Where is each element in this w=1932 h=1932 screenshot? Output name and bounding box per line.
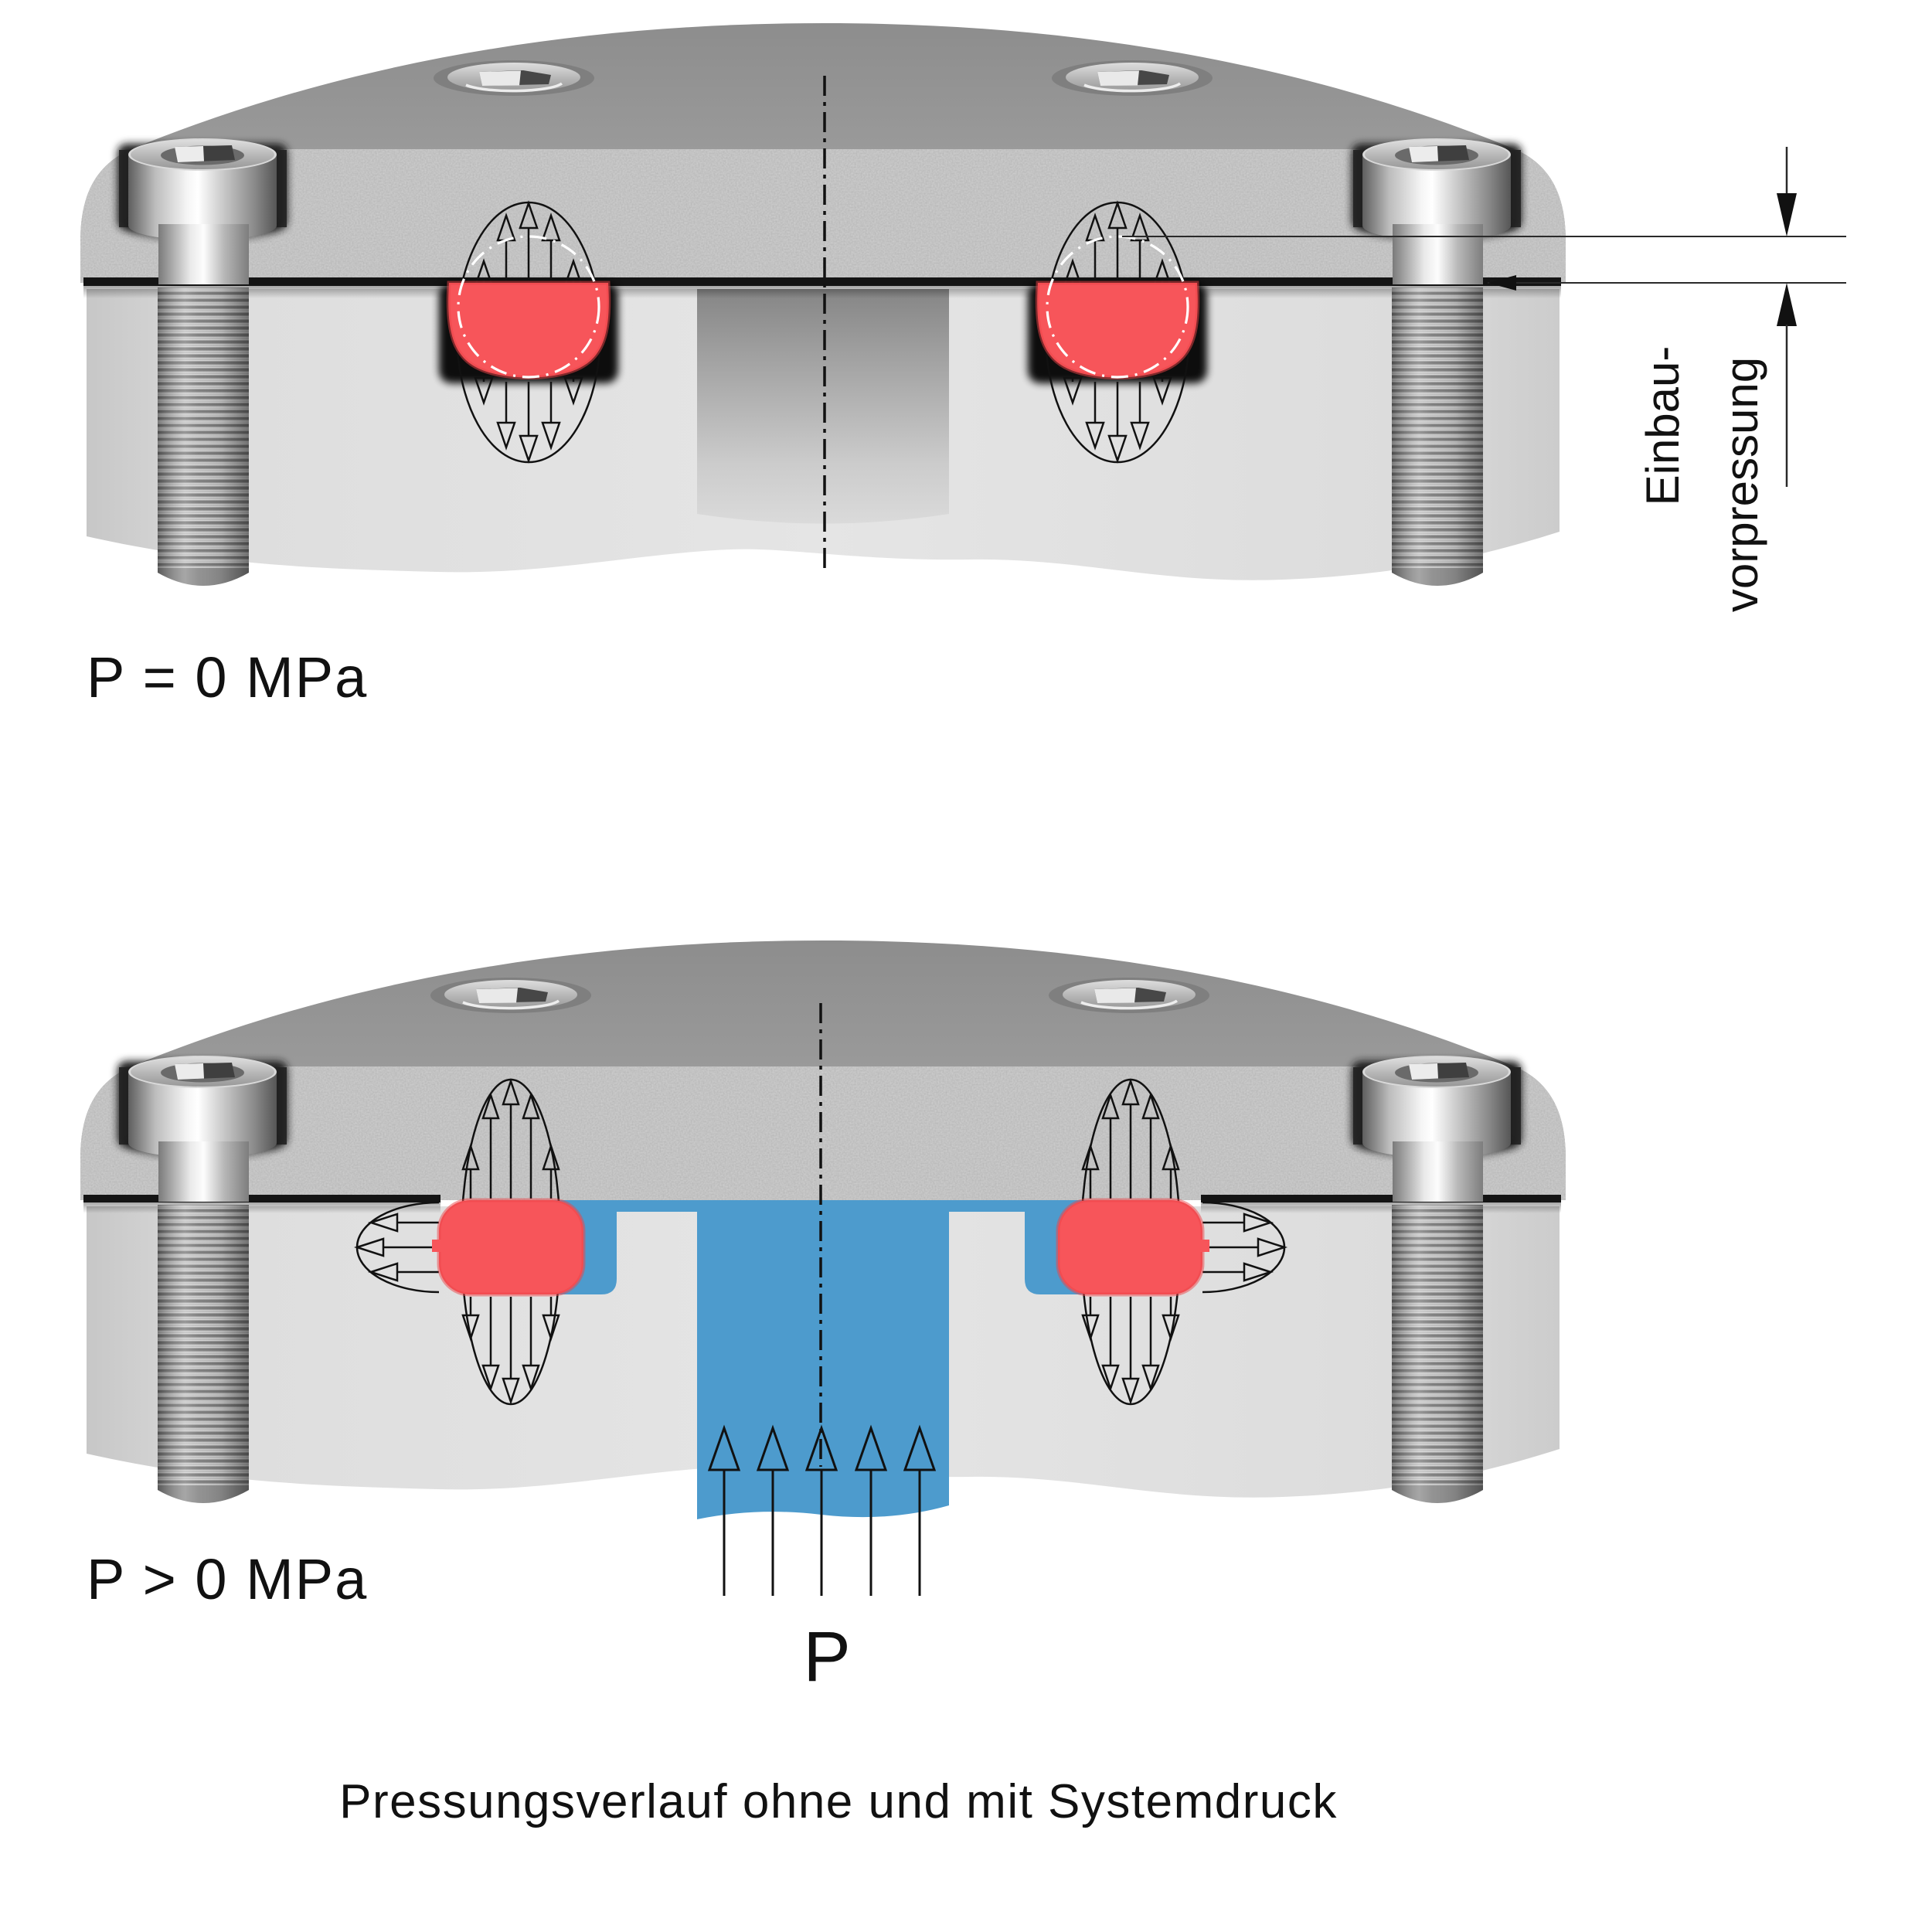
bottom-diagram: P > 0 MPa P — [80, 940, 1566, 1696]
parting-seam — [83, 277, 1561, 286]
dimension-label-line2: vorpressung — [1716, 357, 1767, 612]
state-label-top: P = 0 MPa — [87, 645, 368, 709]
top-view-screw-left — [432, 59, 596, 97]
dimension-callout — [1122, 147, 1846, 487]
parting-seam — [83, 1195, 440, 1202]
diagram-caption: Pressungsverlauf ohne und mit Systemdruc… — [339, 1775, 1338, 1828]
top-view-screw-right — [1047, 976, 1211, 1015]
top-view-screw-left — [429, 976, 593, 1015]
pressure-inlet-label: P — [803, 1617, 850, 1696]
pressure-inlet-arrows — [707, 1424, 937, 1596]
system-pressure-fluid — [697, 1200, 949, 1519]
dimension-label-line1: Einbau- — [1637, 346, 1689, 506]
top-view-screw-right — [1050, 59, 1214, 97]
top-diagram: Einbau- vorpressung P = 0 MPa — [80, 23, 1846, 709]
parting-seam — [1201, 1195, 1561, 1202]
center-bore — [697, 289, 949, 524]
state-label-bottom: P > 0 MPa — [87, 1547, 368, 1611]
